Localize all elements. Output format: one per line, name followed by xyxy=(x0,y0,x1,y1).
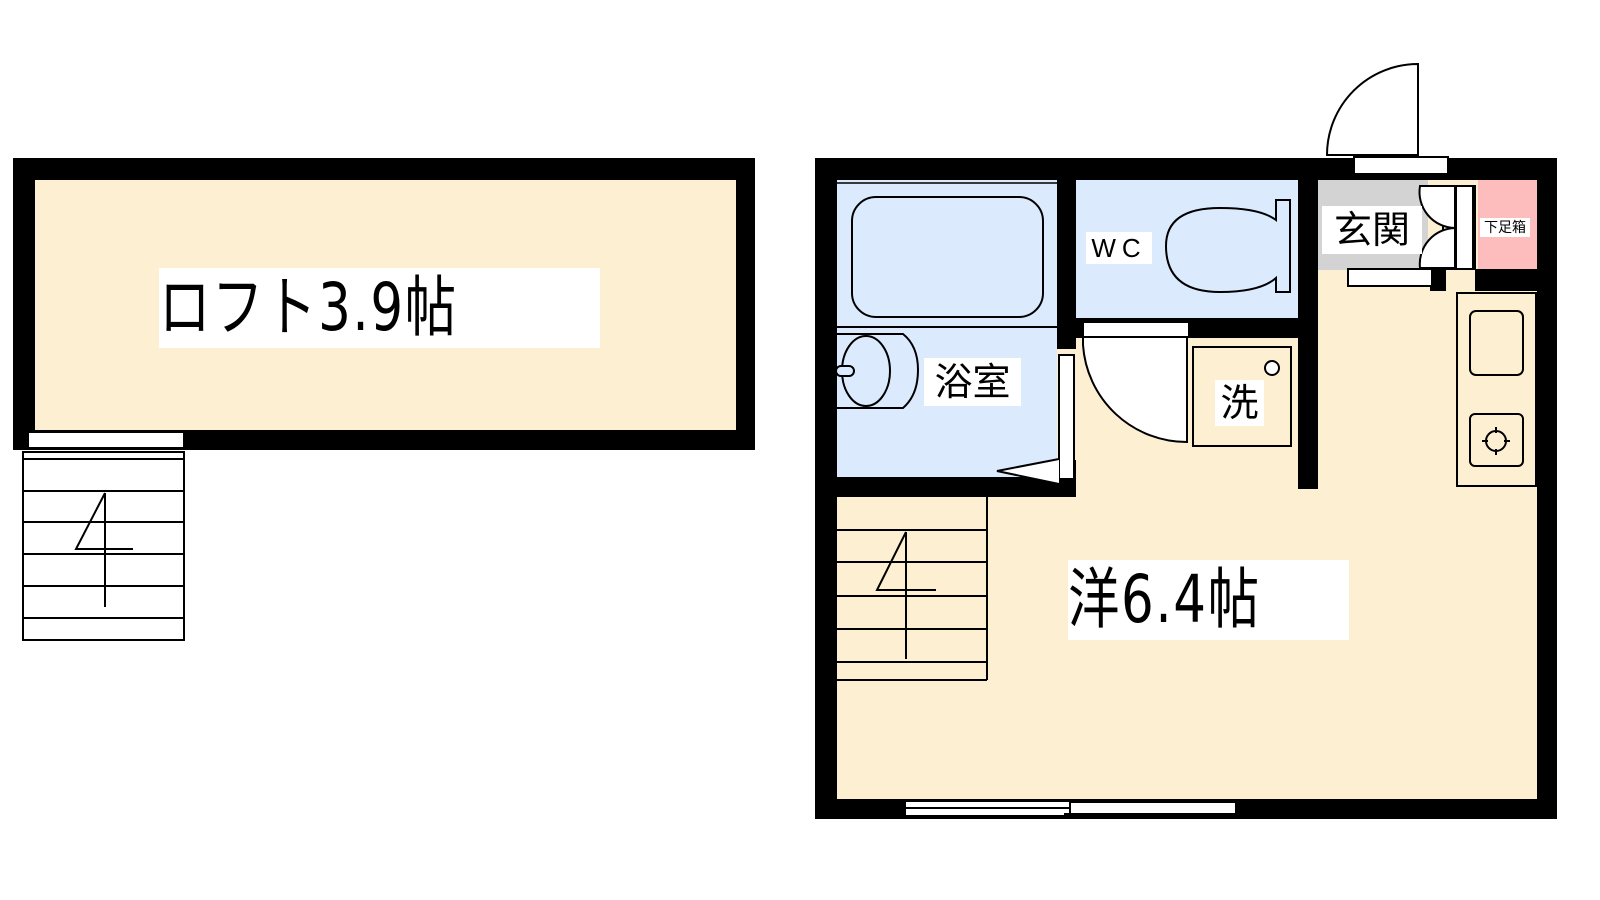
front-door[interactable] xyxy=(1325,62,1449,287)
washer-label: 洗 xyxy=(1215,380,1264,426)
wc-label: WC xyxy=(1086,232,1152,264)
shoe-box-label: 下足箱 xyxy=(1480,218,1530,237)
bathroom-label: 浴室 xyxy=(924,358,1021,406)
shoe-box-doors[interactable] xyxy=(1418,185,1476,270)
ground-stairs xyxy=(837,497,988,681)
kitchen-counter xyxy=(1456,292,1537,487)
toilet-icon xyxy=(1164,199,1291,294)
sink-icon xyxy=(1469,310,1524,376)
entrance-label: 玄関 xyxy=(1322,206,1422,254)
washbasin-icon xyxy=(835,333,920,409)
loft-label: ロフト3.9帖 xyxy=(159,268,600,348)
loft-stairs xyxy=(22,451,185,641)
western-room-label: 洋6.4帖 xyxy=(1068,560,1349,640)
stove-icon xyxy=(1469,413,1524,467)
wc-door[interactable] xyxy=(1082,321,1190,444)
bathtub-icon xyxy=(837,182,1057,328)
bathroom-door[interactable] xyxy=(996,354,1075,485)
sliding-window[interactable] xyxy=(904,800,1237,817)
